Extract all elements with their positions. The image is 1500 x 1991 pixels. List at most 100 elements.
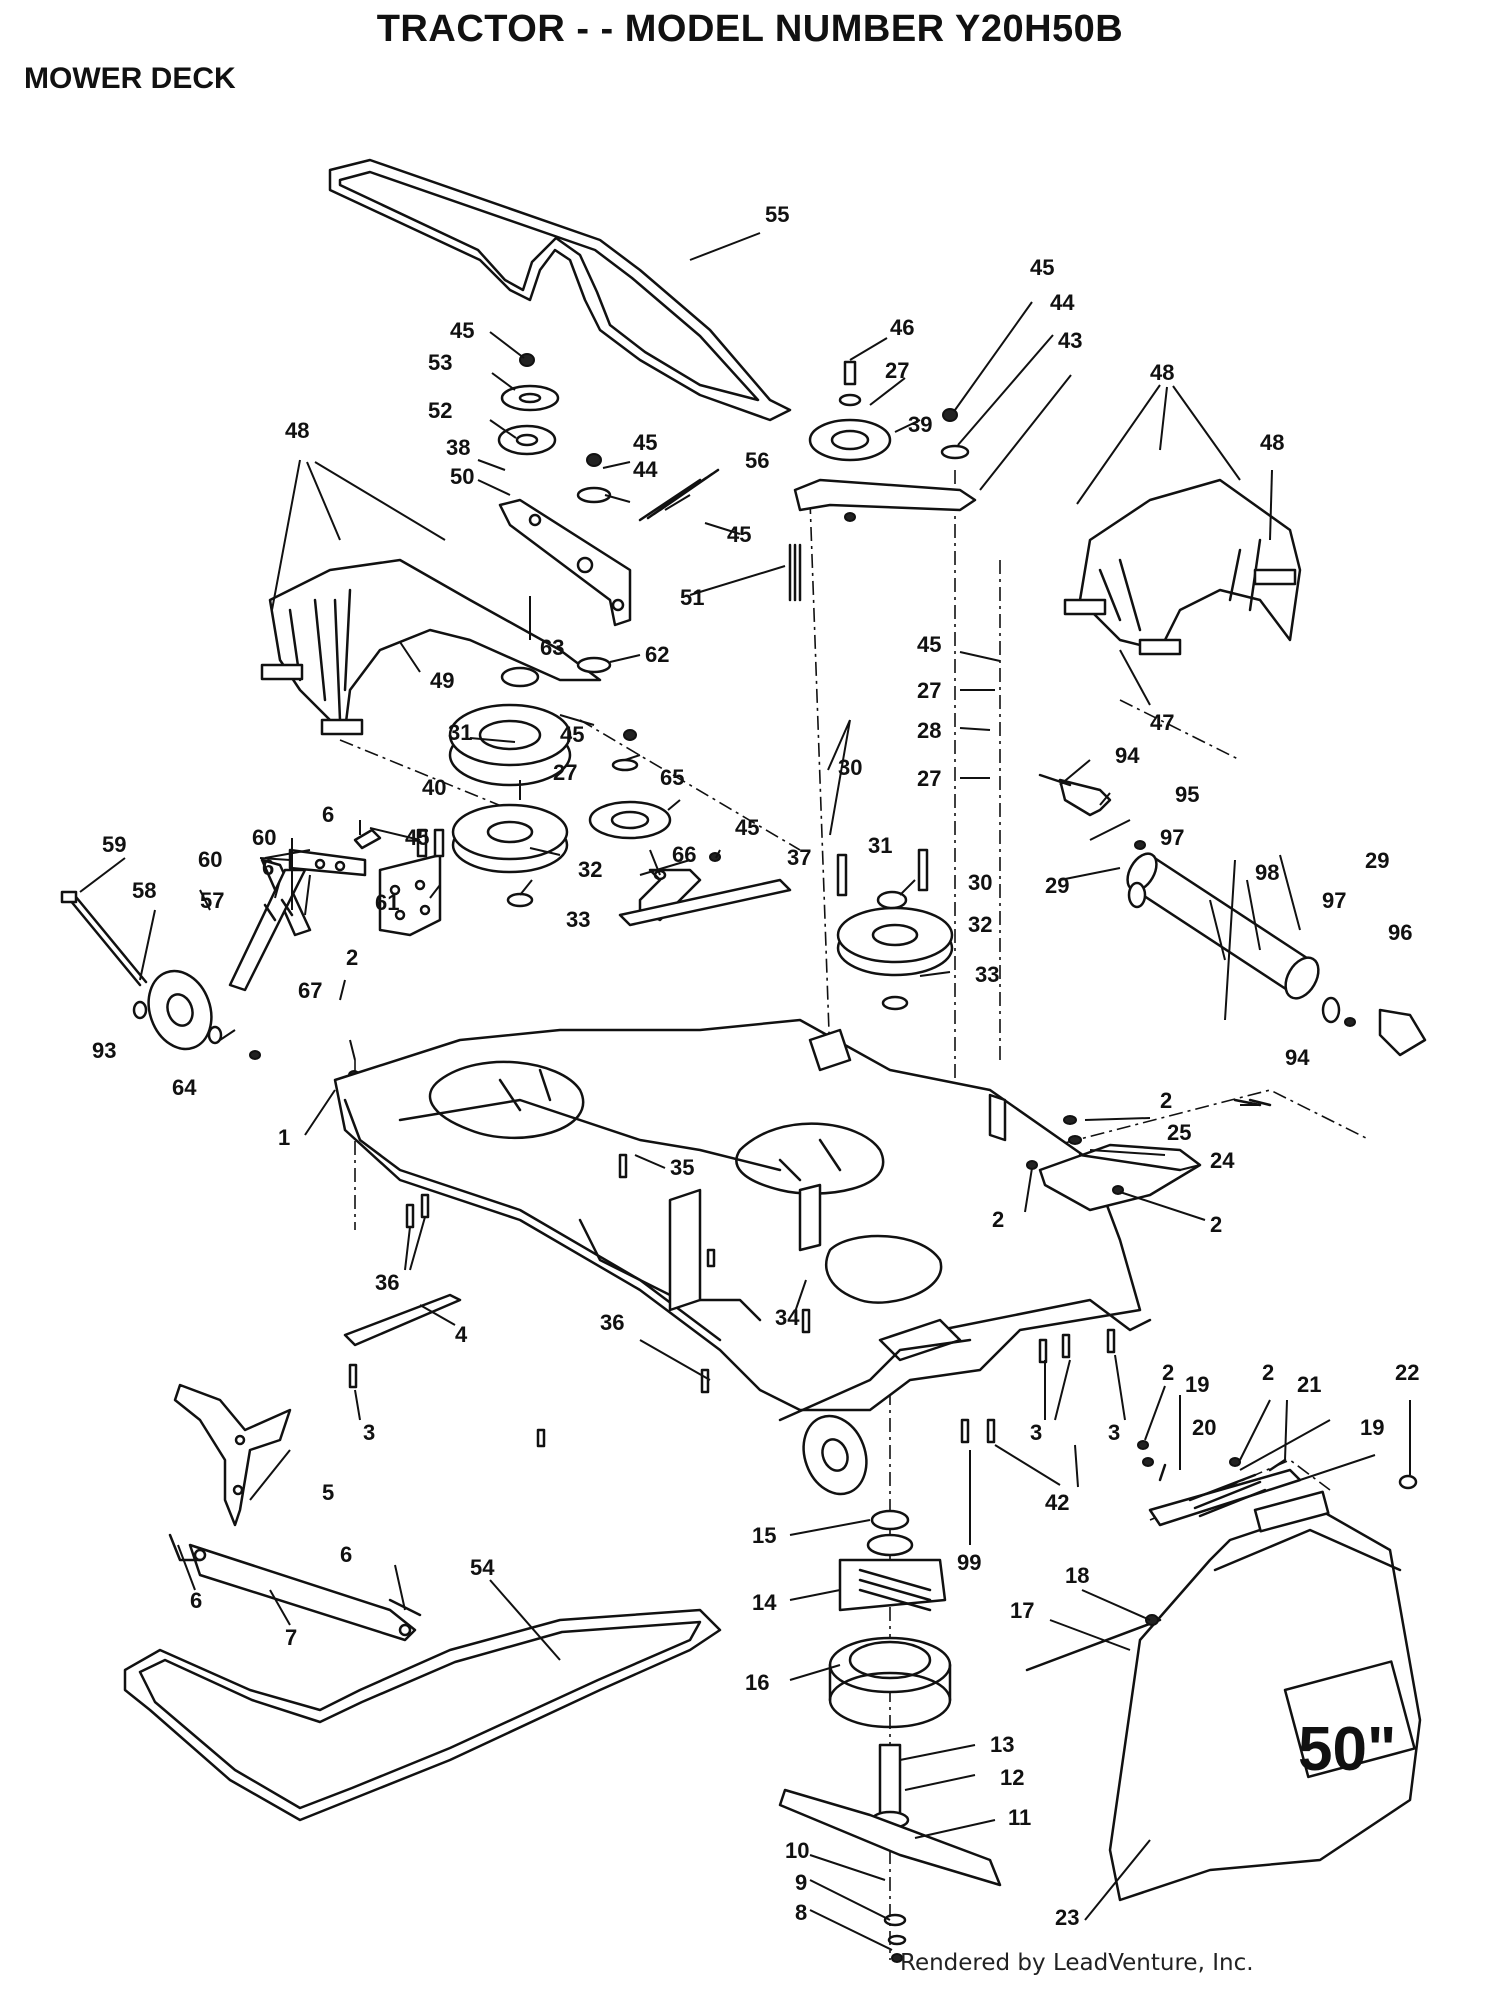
callout-6: 6 — [340, 1542, 352, 1567]
callout-46: 46 — [890, 315, 914, 340]
callout-16: 16 — [745, 1670, 769, 1695]
callout-58: 58 — [132, 878, 156, 903]
callout-45: 45 — [917, 632, 941, 657]
lower-deck-belt — [123, 1608, 722, 1822]
callout-2: 2 — [346, 945, 358, 970]
mower-deck-shell — [333, 1018, 1152, 1496]
callout-31: 31 — [448, 720, 472, 745]
callout-6: 6 — [322, 802, 334, 827]
idler-arm-right — [793, 360, 977, 522]
callout-38: 38 — [446, 435, 470, 460]
callout-97: 97 — [1160, 825, 1184, 850]
callout-57: 57 — [200, 888, 224, 913]
callout-28: 28 — [917, 718, 941, 743]
callout-8: 8 — [795, 1900, 807, 1925]
callout-52: 52 — [428, 398, 452, 423]
callout-12: 12 — [1000, 1765, 1024, 1790]
callout-45: 45 — [560, 722, 584, 747]
callout-27: 27 — [885, 358, 909, 383]
callout-60: 60 — [198, 847, 222, 872]
upper-drive-belt — [328, 158, 792, 422]
callout-15: 15 — [752, 1523, 776, 1548]
callout-47: 47 — [1150, 710, 1174, 735]
callout-56: 56 — [745, 448, 769, 473]
callout-6: 6 — [190, 1588, 202, 1613]
callout-leaders — [79, 232, 1411, 1951]
callout-45: 45 — [405, 825, 429, 850]
callout-14: 14 — [752, 1590, 777, 1615]
callout-50: 50 — [450, 464, 474, 489]
callout-55: 55 — [765, 202, 789, 227]
callout-98: 98 — [1255, 860, 1279, 885]
callout-20: 20 — [1192, 1415, 1216, 1440]
callout-45: 45 — [727, 522, 751, 547]
callout-94: 94 — [1115, 743, 1140, 768]
left-belt-cover — [260, 558, 602, 736]
callout-42: 42 — [1045, 1490, 1069, 1515]
gauge-wheel-assembly — [60, 828, 445, 1080]
callout-67: 67 — [298, 978, 322, 1003]
callout-44: 44 — [633, 457, 658, 482]
section-title: MOWER DECK — [24, 62, 236, 95]
callout-27: 27 — [553, 760, 577, 785]
callout-1: 1 — [278, 1125, 290, 1150]
callout-53: 53 — [428, 350, 452, 375]
callout-29: 29 — [1365, 848, 1389, 873]
callout-36: 36 — [600, 1310, 624, 1335]
callout-29: 29 — [1045, 873, 1069, 898]
callout-45: 45 — [1030, 255, 1054, 280]
callout-33: 33 — [975, 962, 999, 987]
callout-3: 3 — [1108, 1420, 1120, 1445]
callout-43: 43 — [1058, 328, 1082, 353]
callout-11: 11 — [1008, 1805, 1031, 1830]
callout-48: 48 — [285, 418, 309, 443]
callout-2: 2 — [992, 1207, 1004, 1232]
callout-7: 7 — [285, 1625, 297, 1650]
anti-scalp-bracket-parts — [618, 852, 792, 927]
deck-hardware — [348, 1153, 1149, 1450]
callout-48: 48 — [1260, 430, 1284, 455]
page-title: TRACTOR - - MODEL NUMBER Y20H50B — [376, 8, 1124, 50]
callout-62: 62 — [645, 642, 669, 667]
spindle-assembly — [828, 1509, 952, 1830]
callout-94: 94 — [1285, 1045, 1310, 1070]
callout-19: 19 — [1360, 1415, 1384, 1440]
callout-25: 25 — [1167, 1120, 1191, 1145]
mower-blade — [778, 1788, 1002, 1963]
chute-badge: 50" — [1298, 1715, 1396, 1784]
callout-35: 35 — [670, 1155, 694, 1180]
callout-30: 30 — [838, 755, 862, 780]
callout-18: 18 — [1065, 1563, 1089, 1588]
tension-springs — [638, 468, 802, 602]
callout-5: 5 — [322, 1480, 334, 1505]
callout-32: 32 — [968, 912, 992, 937]
callout-37: 37 — [787, 845, 811, 870]
callout-97: 97 — [1322, 888, 1346, 913]
callout-3: 3 — [1030, 1420, 1042, 1445]
discharge-chute: 50" — [1108, 1490, 1422, 1902]
callout-23: 23 — [1055, 1905, 1079, 1930]
roller-brackets — [1038, 773, 1427, 1107]
callout-39: 39 — [908, 412, 932, 437]
callout-22: 22 — [1395, 1360, 1419, 1385]
center-idler-pulley — [588, 729, 672, 840]
callout-17: 17 — [1010, 1598, 1034, 1623]
callout-96: 96 — [1388, 920, 1412, 945]
callout-63: 63 — [540, 635, 564, 660]
callout-34: 34 — [775, 1305, 800, 1330]
callout-45: 45 — [450, 318, 474, 343]
footer-credit: Rendered by LeadVenture, Inc. — [900, 1950, 1254, 1976]
callout-2: 2 — [1262, 1360, 1274, 1385]
anti-scalp-roller — [1126, 852, 1341, 1024]
callout-59: 59 — [102, 832, 126, 857]
callout-66: 66 — [672, 842, 696, 867]
callout-numbers: 55 45 46 44 27 43 39 48 48 48 45 53 52 3… — [92, 202, 1419, 1930]
callout-48: 48 — [1150, 360, 1174, 385]
upper-drive-belt-inner — [338, 170, 760, 402]
callout-33: 33 — [566, 907, 590, 932]
callout-64: 64 — [172, 1075, 197, 1100]
callout-99: 99 — [957, 1550, 981, 1575]
callout-95: 95 — [1175, 782, 1199, 807]
callout-49: 49 — [430, 668, 454, 693]
